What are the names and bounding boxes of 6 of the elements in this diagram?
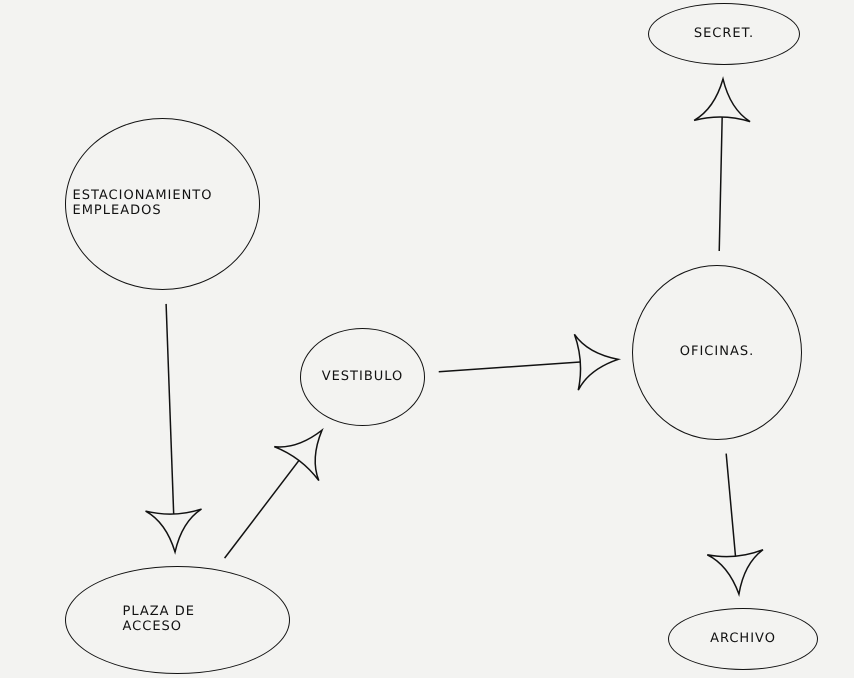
room-label: PLAZA DE ACCESO (122, 605, 196, 635)
room-label: SECRET. (694, 26, 754, 42)
room-label: ESTACIONAMIENTO EMPLEADOS (72, 189, 214, 219)
room-label: ARCHIVO (710, 632, 776, 646)
room-label: VESTIBULO (322, 370, 404, 384)
room-label: OFICINAS. (680, 345, 754, 360)
